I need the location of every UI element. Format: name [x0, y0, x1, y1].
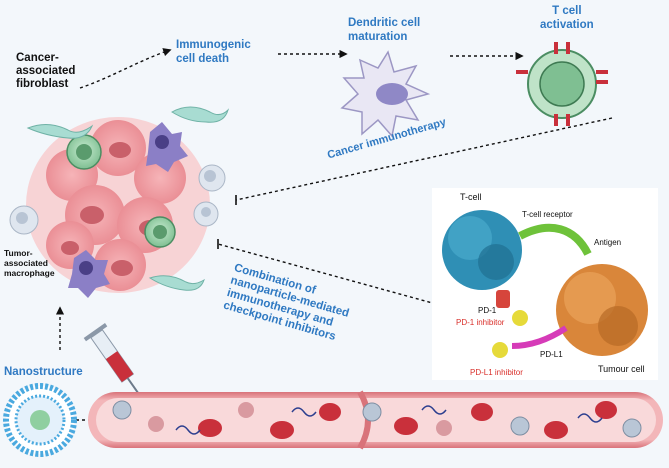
tumor-macrophage-2: [68, 250, 110, 298]
pdl1-inhibitor-blob: [492, 342, 508, 358]
inset-tcell-label: T-cell: [460, 192, 482, 202]
checkpoint-inset: [432, 188, 658, 380]
blood-vessel: [88, 390, 663, 450]
tam-label: Tumor- associated macrophage: [4, 248, 55, 278]
inset-tcell-receptor-label: T-cell receptor: [522, 210, 573, 219]
inset-tumour-cell: [556, 264, 648, 356]
inset-tcell: [442, 210, 522, 290]
caf-label: Cancer- associated fibroblast: [16, 52, 76, 90]
tumor-macrophage-1: [146, 122, 188, 172]
flow-arrows: [55, 48, 613, 425]
tcell-receptor-antigen: [518, 223, 592, 256]
tumor-tcell-2: [144, 216, 176, 248]
inset-pdl1-inhibitor-label: PD-L1 inhibitor: [470, 368, 523, 377]
immunogenic-cell-death-label: Immunogenic cell death: [176, 39, 251, 65]
inset-pd1-inhibitor-label: PD-1 inhibitor: [456, 318, 505, 327]
pdl1-receptor: [511, 325, 568, 349]
inset-pd1-label: PD-1: [478, 306, 497, 315]
fibroblast-cells: [26, 106, 230, 291]
inset-tumour-cell-label: Tumour cell: [598, 364, 645, 374]
rbc-cells: [198, 401, 617, 439]
nanostructure: [3, 383, 77, 457]
dendritic-cell-maturation-label: Dendritic cell maturation: [348, 17, 421, 43]
activated-tcell: [516, 42, 608, 126]
inset-pdl1-label: PD-L1: [540, 350, 563, 359]
vessel-dna-strands: [175, 405, 603, 435]
dying-cells: [9, 164, 226, 235]
tcell-activation-label: T cell activation: [540, 5, 594, 31]
pd1-receptor: [496, 290, 510, 308]
dendritic-cell: [340, 50, 431, 138]
inset-antigen-label: Antigen: [594, 238, 622, 247]
pd1-inhibitor-blob: [512, 310, 528, 326]
nanostructure-label: Nanostructure: [4, 366, 83, 378]
vessel-immune-cells: [112, 400, 642, 438]
tumor-tcell-1: [66, 134, 102, 170]
